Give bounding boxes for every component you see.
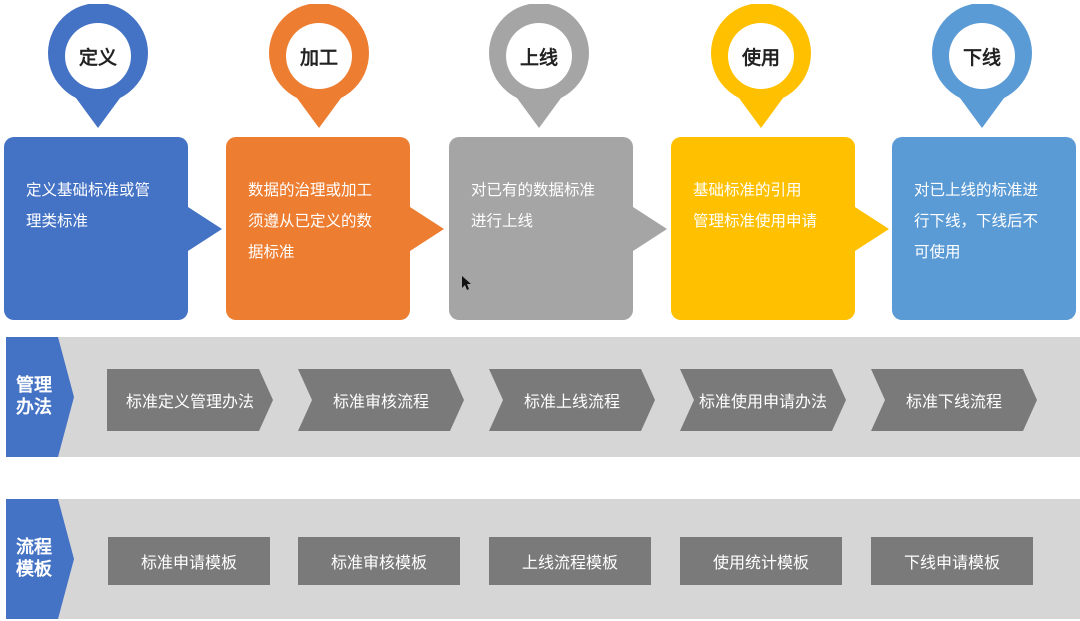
- stage-card-use: 基础标准的引用 管理标准使用申请: [671, 137, 889, 320]
- arrow-right-icon: [855, 207, 889, 251]
- pin-label-offline: 下线: [962, 46, 1001, 69]
- arrow-right-icon: [188, 207, 222, 251]
- stage-card-online: 对已有的数据标准 进行上线: [449, 137, 667, 320]
- management-item-use: 标准使用申请办法: [680, 369, 846, 431]
- pin-use: 使用: [709, 4, 813, 130]
- pin-online: 上线: [487, 4, 591, 130]
- stage-card-process: 数据的治理或加工 须遵从已定义的数 据标准: [226, 137, 444, 320]
- pin-label-use: 使用: [741, 46, 780, 69]
- management-item-offline: 标准下线流程: [871, 369, 1037, 431]
- management-item-online: 标准上线流程: [489, 369, 655, 431]
- stage-text-offline: 对已上线的标准进 行下线，下线后不 可使用: [914, 181, 1039, 261]
- arrow-right-icon: [633, 207, 667, 251]
- stage-card-offline: 对已上线的标准进 行下线，下线后不 可使用: [892, 137, 1076, 320]
- stage-text-use: 基础标准的引用 管理标准使用申请: [693, 181, 818, 230]
- pin-define: 定义: [46, 4, 150, 130]
- management-item-define: 标准定义管理办法: [107, 369, 273, 431]
- pin-label-online: 上线: [519, 46, 558, 69]
- management-band-label: 管理 办法: [6, 337, 74, 457]
- template-item-online: 上线流程模板: [489, 537, 651, 585]
- templates-band-label: 流程 模板: [6, 499, 74, 619]
- pin-offline: 下线: [930, 4, 1034, 130]
- template-item-apply: 标准申请模板: [108, 537, 270, 585]
- templates-label-text: 流程 模板: [16, 537, 52, 580]
- template-item-review: 标准审核模板: [298, 537, 460, 585]
- pin-process: 加工: [267, 4, 371, 130]
- management-label-text: 管理 办法: [16, 375, 52, 418]
- stage-card-define: 定义基础标准或管 理类标准: [4, 137, 222, 320]
- mouse-cursor-icon: [462, 276, 471, 290]
- stage-text-online: 对已有的数据标准 进行上线: [471, 181, 596, 230]
- stage-text-define: 定义基础标准或管 理类标准: [26, 181, 151, 230]
- management-item-review: 标准审核流程: [298, 369, 464, 431]
- template-item-offline: 下线申请模板: [871, 537, 1033, 585]
- management-band: 管理 办法 标准定义管理办法 标准审核流程 标准上线流程 标准使用申请办法 标准…: [6, 337, 1080, 457]
- template-item-usage: 使用统计模板: [680, 537, 842, 585]
- arrow-right-icon: [410, 207, 444, 251]
- templates-band: 流程 模板 标准申请模板 标准审核模板 上线流程模板 使用统计模板 下线申请模板: [6, 499, 1080, 619]
- pin-label-define: 定义: [78, 46, 117, 69]
- stage-text-process: 数据的治理或加工 须遵从已定义的数 据标准: [248, 181, 373, 261]
- pin-label-process: 加工: [299, 46, 338, 69]
